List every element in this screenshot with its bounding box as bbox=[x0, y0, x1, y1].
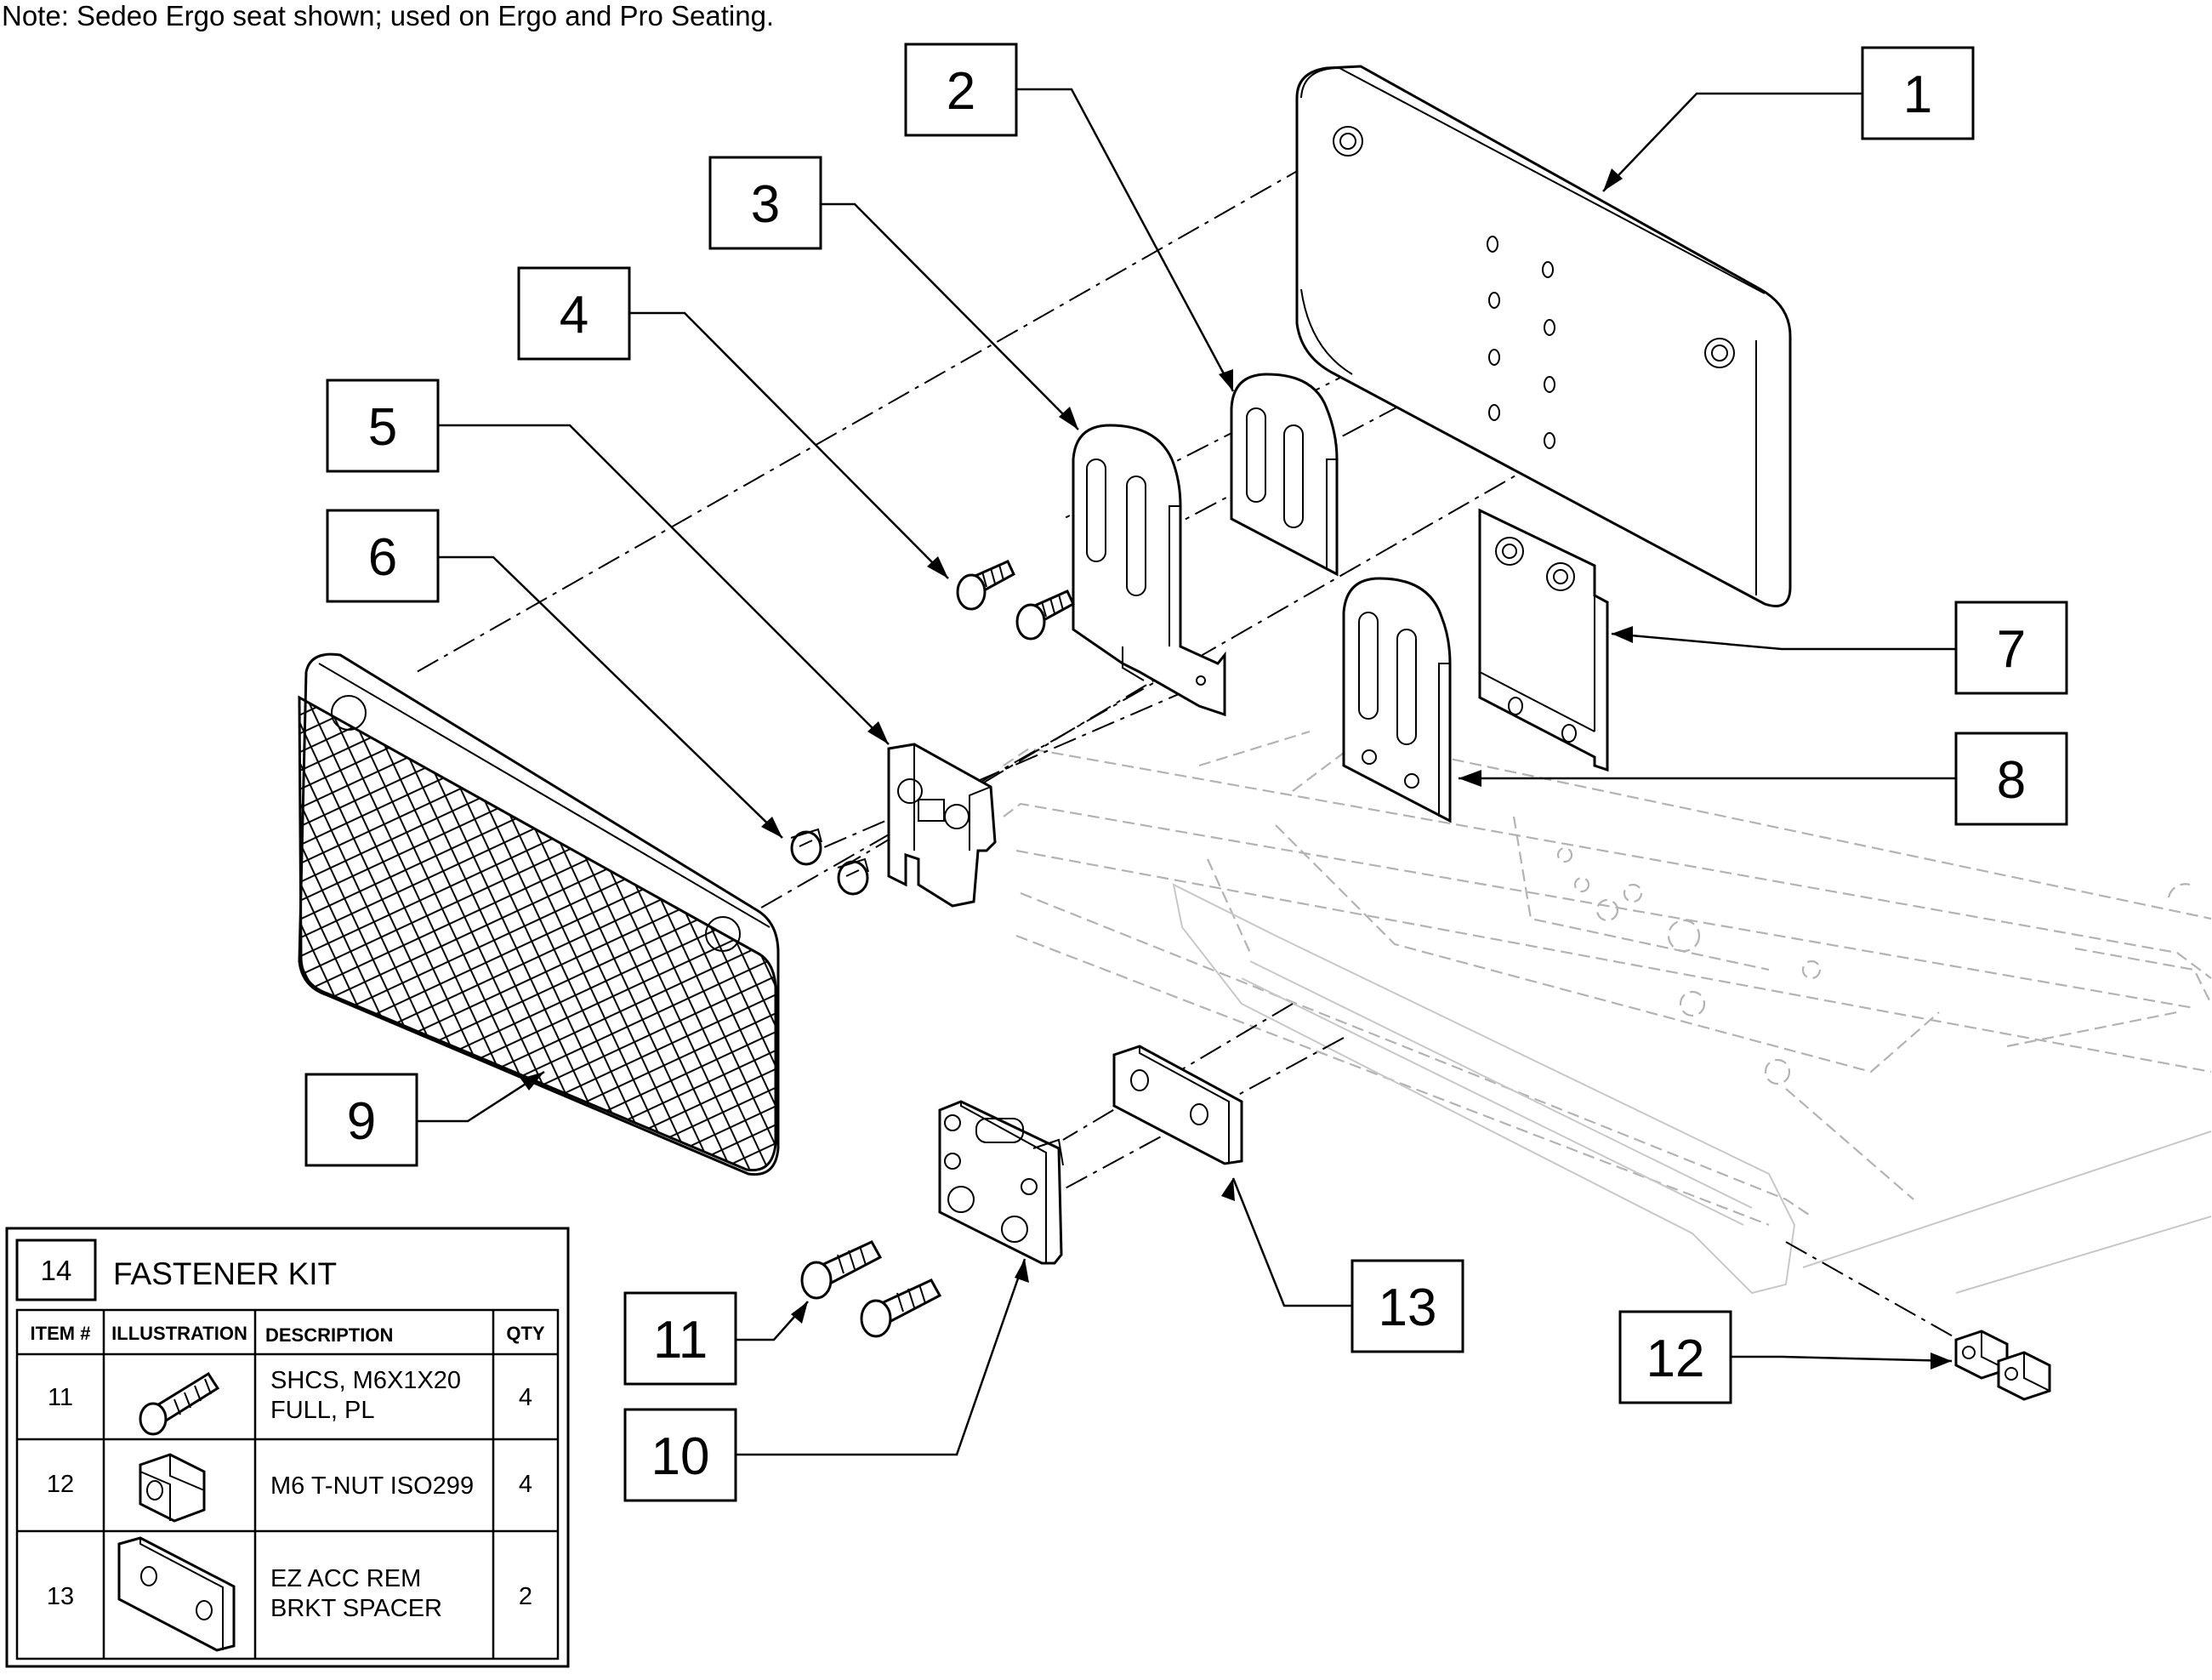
part-8-slotted-plate bbox=[1342, 577, 1452, 823]
col-header-description: DESCRIPTION bbox=[265, 1324, 393, 1346]
svg-text:M6 T-NUT ISO299: M6 T-NUT ISO299 bbox=[270, 1472, 474, 1500]
callout-11: 11 bbox=[623, 1291, 737, 1386]
svg-text:2: 2 bbox=[519, 1583, 532, 1610]
svg-text:7: 7 bbox=[1997, 620, 2026, 679]
callout-2: 2 bbox=[904, 43, 1018, 137]
svg-text:10: 10 bbox=[651, 1427, 710, 1486]
callout-leaders bbox=[417, 88, 1956, 1456]
callout-12: 12 bbox=[1618, 1310, 1732, 1404]
table-row: 12 M6 T-NUT ISO299 4 bbox=[47, 1453, 532, 1523]
col-header-item: ITEM # bbox=[31, 1323, 91, 1344]
part-5-clamp-block bbox=[887, 743, 997, 908]
callout-3: 3 bbox=[708, 156, 822, 250]
svg-text:FULL, PL: FULL, PL bbox=[270, 1397, 375, 1424]
svg-text:6: 6 bbox=[368, 528, 397, 587]
svg-text:5: 5 bbox=[368, 398, 397, 457]
svg-text:SHCS, M6X1X20: SHCS, M6X1X20 bbox=[270, 1367, 461, 1394]
callout-arrowheads bbox=[520, 168, 1952, 1370]
svg-text:4: 4 bbox=[560, 286, 589, 345]
part-9-mesh-pad bbox=[298, 652, 780, 1176]
part-7-mounting-bracket bbox=[1478, 508, 1609, 772]
svg-text:9: 9 bbox=[347, 1092, 376, 1151]
col-header-qty: QTY bbox=[506, 1323, 545, 1344]
callout-8: 8 bbox=[1954, 732, 2068, 826]
fastener-kit-table: 14 FASTENER KIT ITEM # ILLUSTRATION DESC… bbox=[5, 1227, 570, 1668]
part-11-cap-screws bbox=[800, 1240, 942, 1338]
part-10-adapter-block bbox=[938, 1100, 1064, 1265]
socket-head-cap-screw-illustration bbox=[139, 1371, 220, 1436]
table-row: 11 SHCS, M6X1X20 FULL, PL 4 bbox=[48, 1367, 532, 1436]
callout-4: 4 bbox=[517, 266, 631, 361]
svg-text:8: 8 bbox=[1997, 751, 2026, 810]
col-header-illustration: ILLUSTRATION bbox=[111, 1323, 247, 1344]
part-3-l-bracket bbox=[1072, 424, 1226, 717]
svg-text:BRKT SPACER: BRKT SPACER bbox=[270, 1595, 442, 1622]
table-row: 13 EZ ACC REM BRKT SPACER 2 bbox=[47, 1536, 532, 1652]
part-6-small-screws bbox=[790, 828, 869, 896]
part-13-spacer bbox=[1112, 1045, 1243, 1165]
callout-9: 9 bbox=[304, 1073, 418, 1167]
kit-title: FASTENER KIT bbox=[113, 1256, 337, 1291]
svg-text:12: 12 bbox=[47, 1471, 74, 1498]
svg-text:EZ ACC REM: EZ ACC REM bbox=[270, 1565, 421, 1592]
svg-text:1: 1 bbox=[1903, 65, 1932, 124]
spacer-illustration bbox=[117, 1536, 236, 1652]
kit-item-number: 14 bbox=[41, 1255, 72, 1286]
callout-7: 7 bbox=[1954, 601, 2068, 695]
callout-1: 1 bbox=[1861, 46, 1975, 140]
t-nut-illustration bbox=[139, 1453, 206, 1523]
svg-text:12: 12 bbox=[1646, 1330, 1705, 1388]
callout-6: 6 bbox=[326, 509, 440, 603]
callout-5: 5 bbox=[326, 379, 440, 473]
svg-text:4: 4 bbox=[519, 1384, 532, 1411]
part-2-slotted-bracket bbox=[1230, 373, 1339, 577]
callout-10: 10 bbox=[623, 1408, 737, 1502]
diagram-note: Note: Sedeo Ergo seat shown; used on Erg… bbox=[2, 0, 774, 31]
callout-13: 13 bbox=[1351, 1259, 1464, 1353]
kit-item-number-box bbox=[15, 1239, 97, 1301]
svg-text:4: 4 bbox=[519, 1471, 532, 1498]
part-4-button-head-screws bbox=[956, 560, 1075, 641]
svg-text:2: 2 bbox=[947, 62, 975, 121]
svg-text:13: 13 bbox=[1379, 1279, 1437, 1337]
seat-frame-ghost bbox=[1003, 730, 2212, 1295]
part-12-t-nuts bbox=[1954, 1330, 2051, 1401]
svg-text:11: 11 bbox=[48, 1384, 73, 1411]
svg-text:11: 11 bbox=[653, 1311, 708, 1370]
part-1-mounting-plate bbox=[1295, 65, 1792, 607]
svg-text:3: 3 bbox=[751, 175, 780, 234]
svg-text:13: 13 bbox=[47, 1583, 74, 1610]
